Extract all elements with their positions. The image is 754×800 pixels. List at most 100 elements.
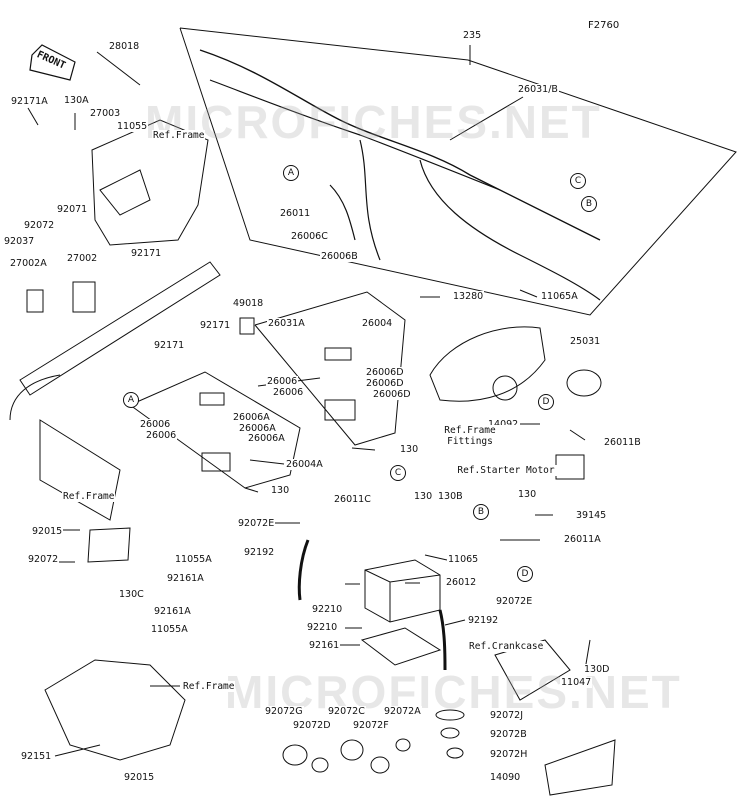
part-label-92072e-2: 92072E: [495, 596, 534, 607]
part-label-92210-2: 92210: [306, 622, 339, 633]
part-label-130-1: 130: [399, 444, 420, 455]
part-label-92161: 92161: [308, 640, 341, 651]
part-label-92072g: 92072G: [264, 706, 304, 717]
clamp-92072f: [370, 756, 390, 774]
ref-frame-1: Ref.Frame: [152, 130, 206, 141]
lower-frame-plate: [44, 659, 186, 761]
part-label-26011: 26011: [279, 208, 312, 219]
clamp-92072g: [282, 744, 308, 766]
part-label-11047: 11047: [560, 677, 593, 688]
part-label-26006a-2: 26006A: [238, 423, 277, 434]
part-label-92071: 92071: [56, 204, 89, 215]
clamp-92072c: [340, 739, 364, 761]
part-label-39145: 39145: [575, 510, 608, 521]
watermark-top: MICROFICHES.NET: [145, 96, 602, 148]
ref-starter-motor: Ref.Starter Motor: [455, 465, 557, 476]
part-label-92072e-1: 92072E: [237, 518, 276, 529]
part-label-92171a: 92171A: [10, 96, 49, 107]
callout-c-1: C: [570, 173, 586, 189]
figure-code: F2760: [588, 20, 620, 31]
meter-25031: [566, 369, 602, 397]
part-label-26004: 26004: [361, 318, 394, 329]
part-label-26006-2: 26006: [272, 387, 305, 398]
group-26004a-outline: [129, 371, 301, 489]
part-label-26006d-3: 26006D: [372, 389, 412, 400]
frame-lower-bracket: [39, 419, 121, 521]
part-label-130-3: 130: [413, 491, 434, 502]
part-label-11065a: 11065A: [540, 291, 579, 302]
part-label-92072-2: 92072: [27, 554, 60, 565]
callout-a-1: A: [283, 165, 299, 181]
callout-b-2: B: [473, 504, 489, 520]
clamp-92072j: [435, 709, 465, 721]
part-label-92161a-1: 92161A: [166, 573, 205, 584]
relay-27002a: [26, 289, 44, 313]
part-label-92072f: 92072F: [352, 720, 390, 731]
part-label-11065: 11065: [447, 554, 480, 565]
clamp-92072h: [446, 747, 464, 759]
part-label-11055a-1: 11055A: [174, 554, 213, 565]
fuse-49018: [239, 317, 255, 335]
battery-mat-92161: [360, 627, 442, 666]
part-label-26006-4: 26006: [145, 430, 178, 441]
part-label-26031b: 26031/B: [517, 84, 559, 95]
part-label-26006d-1: 26006D: [365, 367, 405, 378]
part-label-26011b: 26011B: [603, 437, 642, 448]
part-label-92015-1: 92015: [31, 526, 64, 537]
part-label-14092: 14092: [487, 419, 520, 430]
part-label-26006a-3: 26006A: [247, 433, 286, 444]
ref-frame-2: Ref.Frame: [62, 491, 116, 502]
part-label-49018: 49018: [232, 298, 265, 309]
callout-b-1: B: [581, 196, 597, 212]
part-label-26012: 26012: [445, 577, 478, 588]
clamp-92072a: [395, 738, 411, 752]
part-label-92037: 92037: [3, 236, 36, 247]
part-label-26006-1: 26006: [266, 376, 299, 387]
starter-motor: [555, 454, 585, 480]
part-label-92072-1: 92072: [23, 220, 56, 231]
ref-crankcase: Ref.Crankcase: [468, 641, 545, 652]
clamp-92072d: [311, 757, 329, 773]
part-label-130b: 130B: [437, 491, 464, 502]
callout-d-1: D: [538, 394, 554, 410]
harness-group-outline: [179, 27, 737, 316]
part-label-92171-2: 92171: [199, 320, 232, 331]
part-label-92161a-2: 92161A: [153, 606, 192, 617]
bracket-92072: [87, 527, 131, 563]
part-label-92171-1: 92171: [130, 248, 163, 259]
part-label-92072d: 92072D: [292, 720, 332, 731]
part-label-92151: 92151: [20, 751, 53, 762]
frame-tube: [19, 261, 221, 396]
part-label-26006b: 26006B: [320, 251, 359, 262]
part-label-92192-1: 92192: [243, 547, 276, 558]
ref-frame-fittings: Ref.Frame Fittings: [419, 425, 521, 447]
callout-c-2: C: [390, 465, 406, 481]
part-label-92072a: 92072A: [383, 706, 422, 717]
part-label-28018: 28018: [108, 41, 141, 52]
front-arrow: [29, 44, 76, 81]
part-label-26006-3: 26006: [139, 419, 172, 430]
part-label-14090: 14090: [489, 772, 522, 783]
part-label-130-4: 130: [517, 489, 538, 500]
ref-frame-3: Ref.Frame: [182, 681, 236, 692]
part-label-92192-2: 92192: [467, 615, 500, 626]
part-label-26004a: 26004A: [285, 459, 324, 470]
part-label-130d: 130D: [583, 664, 611, 675]
fittings-cover: [429, 326, 546, 402]
part-label-26011a: 26011A: [563, 534, 602, 545]
part-label-27002: 27002: [66, 253, 99, 264]
part-label-27003: 27003: [89, 108, 122, 119]
part-label-26006d-2: 26006D: [365, 378, 405, 389]
part-label-26031a: 26031A: [267, 318, 306, 329]
callout-a-2: A: [123, 392, 139, 408]
battery: [364, 559, 441, 623]
cover-14090: [544, 739, 616, 796]
callout-d-2: D: [517, 566, 533, 582]
clamp-92072b: [440, 727, 460, 739]
connector-block-26004: [324, 399, 356, 421]
part-label-92072b: 92072B: [489, 729, 528, 740]
part-label-13280: 13280: [452, 291, 485, 302]
frame-upper-left: [91, 119, 209, 246]
part-label-92015-2: 92015: [123, 772, 156, 783]
